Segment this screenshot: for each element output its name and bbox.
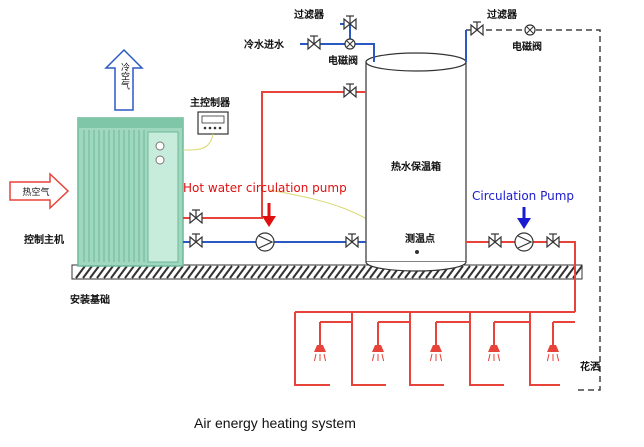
hot-air-label: 热空气 xyxy=(22,186,49,198)
shower-head-icon xyxy=(546,345,560,362)
circ-pump-label: Circulation Pump xyxy=(472,189,574,203)
controller-wire xyxy=(182,133,214,151)
valve-hot-out xyxy=(189,209,203,225)
filter-left-label: 过滤器 xyxy=(294,8,325,21)
shower-label: 花洒 xyxy=(580,360,600,373)
hot-pump-arrow-icon xyxy=(262,216,276,227)
hot-water-tank: 热水保温箱 测温点 xyxy=(365,52,467,272)
solenoid-valve-left xyxy=(344,38,356,50)
diagram-caption: Air energy heating system xyxy=(194,415,356,431)
shower-head-icon xyxy=(313,345,327,362)
circ-pump-arrow-icon xyxy=(517,218,531,229)
filter-right-label: 过滤器 xyxy=(487,8,518,21)
temp-point-label: 测温点 xyxy=(405,232,435,245)
heat-pump-unit xyxy=(77,117,184,267)
tank-label: 热水保温箱 xyxy=(391,160,441,173)
hot-water-circulation-pump xyxy=(255,203,276,252)
valve-cold-in xyxy=(189,233,203,249)
valve-tank-in xyxy=(345,233,359,249)
valve-tank-top xyxy=(343,83,357,99)
valve-pump-in xyxy=(488,233,502,249)
temp-point-dot xyxy=(415,250,419,254)
valve-inlet-top xyxy=(343,15,357,31)
shower-heads xyxy=(313,345,560,362)
main-controller-label: 主控制器 xyxy=(190,96,231,109)
hot-pipes xyxy=(183,91,576,386)
install-base-label: 安装基础 xyxy=(70,293,110,306)
return-line xyxy=(466,29,601,391)
cold-air-arrow: 冷空气 xyxy=(104,48,144,111)
hot-pump-label: Hot water circulation pump xyxy=(183,181,347,195)
main-controller: 主控制器 xyxy=(190,96,231,135)
cold-water-inlet-label: 冷水进水 xyxy=(244,38,285,51)
circulation-pump xyxy=(514,207,534,252)
solenoid-valve-right xyxy=(524,24,536,36)
shower-head-icon xyxy=(487,345,501,362)
shower-head-icon xyxy=(429,345,443,362)
hot-air-arrow: 热空气 xyxy=(9,172,70,210)
valves xyxy=(189,15,560,249)
shower-head-icon xyxy=(371,345,385,362)
installation-base xyxy=(71,264,583,280)
valve-filter-right xyxy=(470,21,484,37)
cold-air-label: 冷空气 xyxy=(119,61,130,89)
valve-filter-left xyxy=(307,35,321,51)
control-host-label: 控制主机 xyxy=(24,233,64,246)
solenoid-right-label: 电磁阀 xyxy=(512,40,542,53)
valve-pump-out xyxy=(546,233,560,249)
solenoid-left-label: 电磁阀 xyxy=(328,54,358,67)
